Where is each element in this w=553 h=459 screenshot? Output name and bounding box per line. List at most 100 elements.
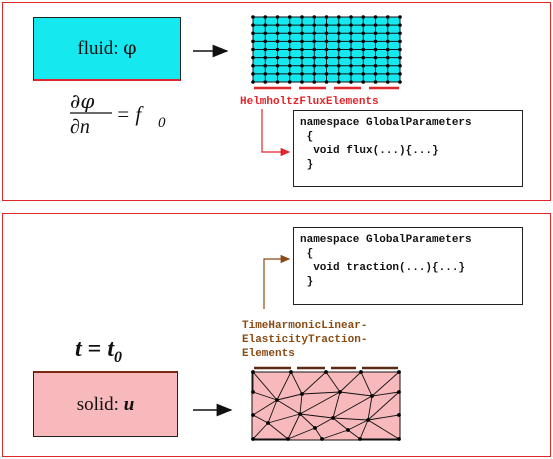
- mesh-node: [361, 63, 366, 68]
- mesh-node: [251, 80, 255, 84]
- mesh-node: [251, 413, 255, 417]
- mesh-node: [263, 31, 268, 36]
- mesh-node: [398, 39, 402, 44]
- mesh-node: [385, 63, 390, 68]
- mesh-node: [287, 15, 292, 19]
- mesh-edge: [332, 391, 341, 419]
- mesh-edge: [367, 419, 400, 440]
- mesh-node: [251, 31, 255, 36]
- code-line: void traction(...){...}: [300, 262, 466, 274]
- mesh-node: [251, 15, 255, 19]
- mesh-node: [397, 437, 401, 441]
- mesh-edge: [332, 417, 369, 421]
- mesh-edge: [287, 413, 301, 440]
- mesh-node: [251, 63, 255, 68]
- code-line: {: [300, 248, 314, 260]
- mesh-node: [324, 80, 329, 84]
- mesh-node: [251, 47, 255, 52]
- mesh-edge: [367, 414, 400, 421]
- mesh-node: [361, 72, 366, 76]
- mesh-node: [251, 39, 255, 44]
- mesh-node: [385, 15, 390, 19]
- mesh-edge: [276, 399, 301, 415]
- mesh-node: [275, 398, 279, 402]
- mesh-node: [398, 15, 402, 19]
- mesh-node: [324, 31, 329, 36]
- mesh-node: [251, 437, 255, 441]
- mesh-node: [263, 23, 268, 27]
- mesh-node: [320, 437, 324, 441]
- mesh-node: [349, 47, 353, 52]
- mesh-node: [336, 63, 341, 68]
- mesh-node: [373, 72, 378, 76]
- code-line: }: [300, 159, 314, 171]
- mesh-node: [300, 72, 304, 76]
- mesh-node: [275, 63, 280, 68]
- u-symbol: u: [123, 393, 135, 415]
- mesh-node: [398, 31, 402, 36]
- solid-mesh-background: [251, 371, 401, 441]
- mesh-node: [263, 47, 268, 52]
- mesh-node: [336, 31, 341, 36]
- mesh-node: [251, 55, 255, 60]
- mesh-node: [300, 15, 304, 19]
- mesh-edge: [367, 395, 373, 421]
- mesh-node: [346, 428, 350, 432]
- mesh-node: [349, 55, 353, 60]
- mesh-node: [275, 15, 280, 19]
- mesh-node: [398, 23, 402, 27]
- mesh-edge: [252, 399, 278, 416]
- mesh-node: [275, 55, 280, 60]
- mesh-node: [385, 23, 390, 27]
- mesh-edge: [276, 371, 292, 401]
- mesh-node: [373, 63, 378, 68]
- mesh-node: [300, 39, 304, 44]
- mesh-edge: [290, 371, 303, 395]
- mesh-node: [349, 72, 353, 76]
- solid-label: solid: u: [76, 393, 135, 415]
- mesh-node: [349, 80, 353, 84]
- mesh-node: [263, 72, 268, 76]
- mesh-node: [373, 23, 378, 27]
- mesh-edge: [276, 393, 303, 401]
- mesh-node: [338, 390, 342, 394]
- mesh-node: [398, 72, 402, 76]
- mesh-edge: [267, 422, 289, 440]
- bc-denominator: ∂n: [70, 116, 90, 138]
- mesh-node: [349, 63, 353, 68]
- mesh-node: [349, 39, 353, 44]
- mesh-node: [300, 80, 304, 84]
- mesh-node: [312, 63, 317, 68]
- mesh-node: [263, 63, 268, 68]
- mesh-node: [287, 39, 292, 44]
- mesh-node: [312, 47, 317, 52]
- mesh-edge: [371, 371, 400, 397]
- mesh-node: [324, 23, 329, 27]
- mesh-node: [373, 15, 378, 19]
- mesh-node: [287, 47, 292, 52]
- mesh-edge: [299, 393, 303, 415]
- mesh-node: [359, 370, 363, 374]
- mesh-edge: [267, 413, 301, 424]
- mesh-node: [266, 421, 270, 425]
- code-line: namespace GlobalParameters: [300, 234, 472, 246]
- mesh-node: [398, 55, 402, 60]
- mesh-node: [324, 72, 329, 76]
- mesh-node: [289, 370, 293, 374]
- mesh-node: [361, 80, 366, 84]
- mesh-node: [312, 23, 317, 27]
- mesh-edge: [325, 371, 341, 393]
- mesh-node: [300, 47, 304, 52]
- mesh-node: [287, 63, 292, 68]
- mesh-node: [300, 392, 304, 396]
- mesh-node: [312, 31, 317, 36]
- mesh-node: [385, 80, 390, 84]
- mesh-node: [361, 39, 366, 44]
- mesh-edge: [299, 413, 316, 429]
- mesh-node: [298, 412, 302, 416]
- mesh-edge: [347, 429, 361, 440]
- mesh-node: [336, 55, 341, 60]
- mesh-node: [397, 390, 401, 394]
- mesh-node: [312, 80, 317, 84]
- flux-connector-arrow: [261, 109, 291, 157]
